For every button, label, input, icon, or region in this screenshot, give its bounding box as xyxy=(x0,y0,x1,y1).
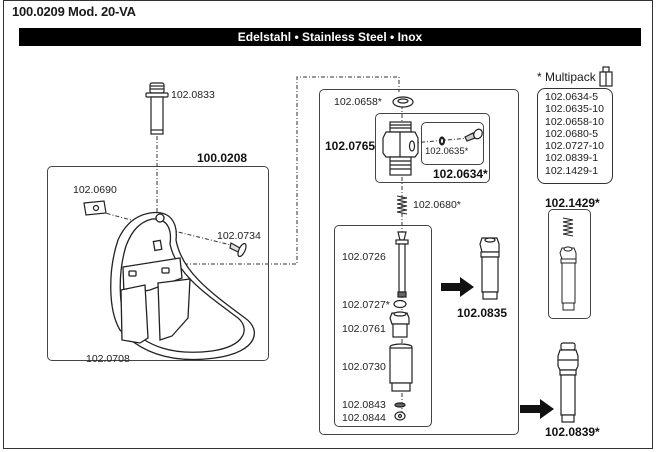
plate-drawing xyxy=(83,200,107,216)
sleeve-drawing xyxy=(389,343,413,392)
bowl-drawing xyxy=(110,211,255,361)
seal-drawing xyxy=(394,402,406,408)
label-pipe: 102.0833 xyxy=(171,89,215,101)
material-banner: Edelstahl • Stainless Steel • Inox xyxy=(19,28,641,46)
multipack-item: 102.0839-1 xyxy=(545,152,599,165)
pipe-drawing xyxy=(145,82,169,135)
label-valve-kit: 102.0634* xyxy=(433,167,488,181)
valve-assembly-box xyxy=(319,89,519,435)
multipack-item: 102.0680-5 xyxy=(545,127,599,140)
washer-drawing xyxy=(393,299,407,309)
endnut-drawing xyxy=(394,411,406,421)
kit-1429-box xyxy=(548,209,591,319)
multipack-item: 102.0634-5 xyxy=(545,91,599,103)
plate-axis-line xyxy=(97,210,161,229)
label-endnut: 102.0844 xyxy=(342,412,386,424)
screw-axis-line xyxy=(169,229,236,247)
label-seal: 102.0843 xyxy=(342,399,386,411)
multipack-item: 102.0658-10 xyxy=(545,115,604,128)
nut-drawing xyxy=(389,311,410,338)
arrow-to-0835 xyxy=(441,277,474,297)
kit-1429-drawing xyxy=(559,217,577,311)
page-title: 100.0209 Mod. 20-VA xyxy=(12,4,136,19)
label-sleeve: 102.0730 xyxy=(342,361,386,373)
label-screw: 102.0734 xyxy=(217,230,261,242)
label-part-0839: 102.0839* xyxy=(545,425,600,439)
multipack-item: 102.0635-10 xyxy=(545,103,604,116)
multipack-list: 102.0634-5 102.0635-10 102.0658-10 102.0… xyxy=(537,88,613,184)
label-bowl: 102.0708 xyxy=(86,353,130,365)
multipack-title: * Multipack xyxy=(537,70,596,84)
assembled-0835-drawing xyxy=(479,237,500,300)
inner-parts-box xyxy=(334,225,432,427)
label-nut: 102.0761 xyxy=(342,323,386,335)
diagram-frame xyxy=(3,0,653,449)
package-icon xyxy=(599,66,613,87)
label-bowl-assembly: 100.0208 xyxy=(197,151,248,165)
spring-drawing xyxy=(396,195,408,215)
seal-kit-drawing xyxy=(438,128,483,146)
cap-drawing xyxy=(392,96,414,108)
label-spring: 102.0680* xyxy=(413,199,461,211)
arrow-to-0839 xyxy=(520,399,554,419)
label-kit-1429: 102.1429* xyxy=(545,196,600,210)
label-assembled-0835: 102.0835 xyxy=(457,306,508,320)
connector-line xyxy=(175,76,400,265)
multipack-item: 102.0727-10 xyxy=(545,140,604,153)
valve-kit-box xyxy=(375,113,490,183)
seal-kit-box xyxy=(421,122,484,165)
multipack-item: 102.1429-1 xyxy=(545,164,599,177)
screw-drawing xyxy=(229,242,247,258)
label-plate: 102.0690 xyxy=(73,184,117,196)
label-kit-seal: 102.0635* xyxy=(425,146,469,157)
part-0839-drawing xyxy=(557,342,579,423)
stem-drawing xyxy=(395,231,409,298)
label-cap: 102.0658* xyxy=(334,96,382,108)
label-valve-body: 102.0765 xyxy=(325,139,376,153)
label-washer: 102.0727* xyxy=(342,299,390,311)
valve-body-drawing xyxy=(382,121,419,176)
label-stem: 102.0726 xyxy=(342,251,386,263)
